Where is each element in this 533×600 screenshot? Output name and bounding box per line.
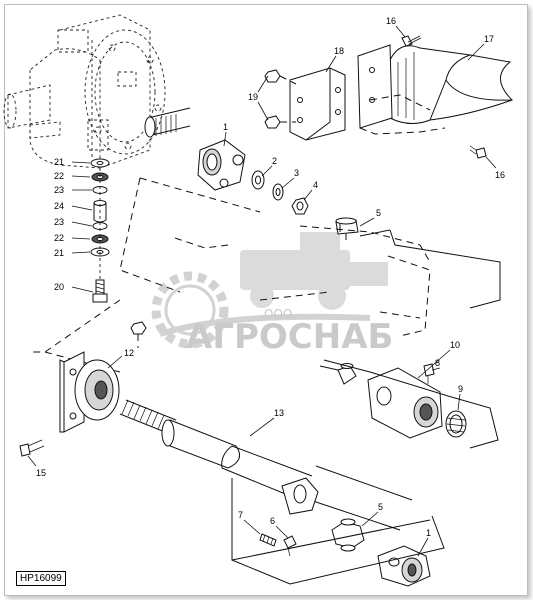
grease-fitting-6 — [283, 535, 297, 557]
bolt-16-upper — [401, 35, 422, 47]
yoke-upper — [197, 139, 246, 191]
callout-21-lower: 21 — [54, 248, 64, 258]
callout-5-lower: 5 — [378, 502, 383, 512]
tube-13 — [221, 445, 413, 531]
watermark-combine-icon — [240, 232, 388, 310]
nut-12-top — [130, 321, 147, 335]
snap-ring-9 — [445, 410, 467, 438]
watermark-prefix: ООО — [264, 307, 292, 321]
callout-24: 24 — [54, 201, 64, 211]
shield-mount-plate — [357, 44, 393, 129]
callout-18: 18 — [334, 46, 344, 56]
yoke-lower-slip — [281, 477, 319, 515]
callout-labels: 1 2 3 4 5 16 17 18 19 16 21 22 23 24 23 … — [36, 16, 505, 538]
callout-4: 4 — [313, 180, 318, 190]
callout-16-upper: 16 — [386, 16, 396, 26]
nut-4 — [291, 197, 309, 215]
diagram-id-label: HP16099 — [16, 571, 66, 586]
yoke-lower-end — [377, 545, 431, 587]
watermark-brand: АГРОСНАБ — [186, 317, 393, 357]
callout-10: 10 — [450, 340, 460, 350]
shield-17 — [389, 45, 514, 124]
callout-6: 6 — [270, 516, 275, 526]
callout-19: 19 — [248, 92, 258, 102]
callout-17: 17 — [484, 34, 494, 44]
grease-fitting-8 — [423, 363, 435, 384]
callout-22-lower: 22 — [54, 233, 64, 243]
washer-22-lower — [91, 234, 109, 244]
callout-23-lower: 23 — [54, 217, 64, 227]
callout-3: 3 — [294, 168, 299, 178]
bolt-15 — [19, 439, 45, 457]
bracket-18 — [289, 67, 346, 141]
callout-15: 15 — [36, 468, 46, 478]
callout-8: 8 — [435, 358, 440, 368]
callout-16-lower: 16 — [495, 170, 505, 180]
bearing-12 — [59, 351, 120, 433]
callout-1-upper: 1 — [223, 122, 228, 132]
cross-bearing-lower — [331, 518, 365, 552]
callout-5-upper: 5 — [376, 208, 381, 218]
splined-shaft-13 — [119, 399, 241, 469]
gearbox-housing — [3, 14, 166, 169]
spring-pin-7 — [259, 533, 277, 547]
lock-washer-3 — [272, 183, 284, 201]
callout-1-lower: 1 — [426, 528, 431, 538]
bolt-20 — [92, 279, 108, 303]
cross-bearing-mid — [337, 363, 357, 385]
callout-21-upper: 21 — [54, 157, 64, 167]
callout-23-upper: 23 — [54, 185, 64, 195]
washer-2 — [251, 170, 265, 190]
nut-19-upper — [264, 69, 281, 83]
callout-9: 9 — [458, 384, 463, 394]
callout-12: 12 — [124, 348, 134, 358]
coupler-yoke-10 — [367, 367, 443, 439]
leader-lines — [71, 43, 485, 557]
washer-21-upper — [90, 158, 110, 168]
bolt-16-lower — [469, 145, 487, 159]
splined-output-shaft — [144, 107, 191, 138]
callout-22-upper: 22 — [54, 171, 64, 181]
callout-2: 2 — [272, 156, 277, 166]
agrosnab-watermark: ООО АГРОСНАБ — [151, 232, 393, 357]
callout-20: 20 — [54, 282, 64, 292]
callout-7: 7 — [238, 510, 243, 520]
callout-13: 13 — [274, 408, 284, 418]
nut-19-lower — [264, 115, 281, 129]
